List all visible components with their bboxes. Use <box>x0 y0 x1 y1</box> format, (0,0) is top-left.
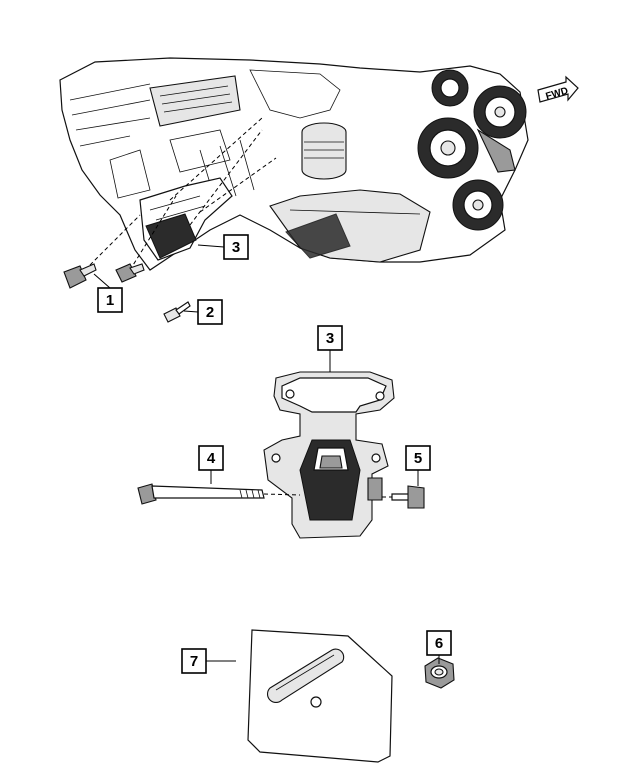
callout-5: 5 <box>405 445 431 471</box>
callout-7-label: 7 <box>190 653 198 670</box>
engine-block-illustration <box>59 57 529 271</box>
long-bolt-icon <box>137 483 301 505</box>
forward-direction-indicator: FWD <box>537 75 579 103</box>
callout-3-detail: 3 <box>317 325 343 351</box>
engine-mount-assembly-illustration <box>263 371 395 539</box>
callout-2: 2 <box>197 299 223 325</box>
callout-6-label: 6 <box>435 635 443 652</box>
leader-lines <box>93 244 440 664</box>
callout-3-detail-label: 3 <box>326 330 334 347</box>
flange-bolt-icon <box>63 263 145 289</box>
callout-4-label: 4 <box>207 450 216 467</box>
accessory-pulleys-illustration <box>417 69 527 231</box>
callout-3-engine-label: 3 <box>232 239 240 256</box>
callout-4: 4 <box>198 445 224 471</box>
stud-icon <box>163 301 191 323</box>
flange-bolt-icon <box>382 485 425 509</box>
engine-mount-bracket-installed <box>139 177 233 261</box>
callout-2-label: 2 <box>206 304 214 321</box>
oil-filter-illustration <box>301 122 347 180</box>
callout-7: 7 <box>181 648 207 674</box>
callout-6: 6 <box>426 630 452 656</box>
callout-3-engine: 3 <box>223 234 249 260</box>
callout-1: 1 <box>97 287 123 313</box>
hex-nut-icon <box>424 657 455 689</box>
mount-bracket-plate-illustration <box>247 629 393 763</box>
callout-5-label: 5 <box>414 450 422 467</box>
callout-1-label: 1 <box>106 292 114 309</box>
